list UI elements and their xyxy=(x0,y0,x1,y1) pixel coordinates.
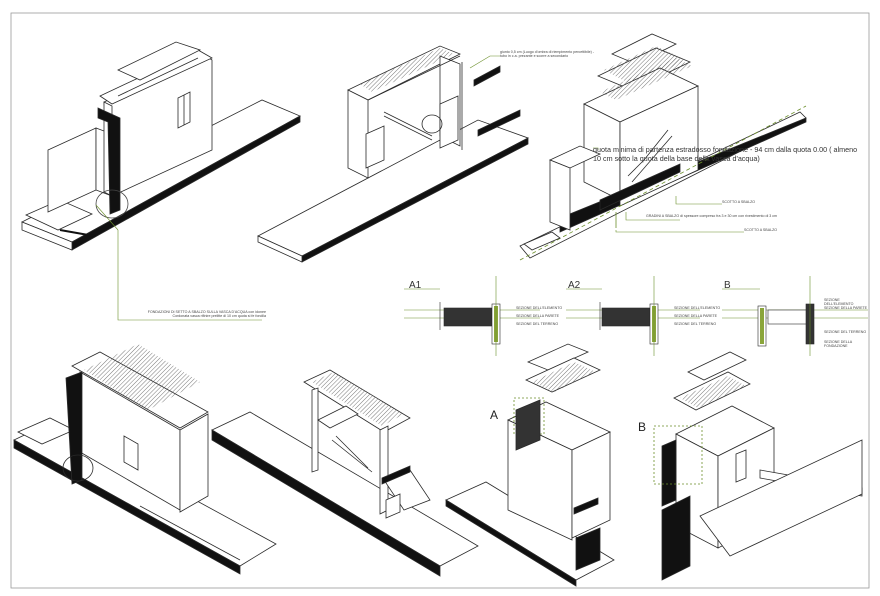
callout-label-b: B xyxy=(638,420,647,434)
section-label-b: B xyxy=(724,280,731,291)
section-detail-a1 xyxy=(404,276,540,356)
axonometric-view-3 xyxy=(519,33,807,261)
foundation-note: quota minima di partenza estradosso fond… xyxy=(593,145,858,163)
section-b-note-4: SEZIONE DELLA FONDAZIONE xyxy=(824,340,852,349)
joint-note: giunto 0,5 cm (Luogo d'ombra di riempime… xyxy=(500,50,594,59)
section-detail-b xyxy=(722,276,868,356)
section-detail-a2 xyxy=(566,276,700,356)
section-a1-note-2: SEZIONE DELLA PARETE xyxy=(516,314,560,318)
section-a2-note-1: SEZIONE DELL'ELEMENTO xyxy=(674,306,721,310)
axonometric-view-6 xyxy=(445,343,615,587)
callout-label-a: A xyxy=(490,408,499,422)
section-label-a2: A2 xyxy=(568,280,581,291)
cantilever-steps-note: GRADINI A SBALZO di spessore compreso fr… xyxy=(646,214,778,218)
axonometric-view-7 xyxy=(653,351,863,581)
section-a2-note-3: SEZIONE DEL TERRENO xyxy=(674,322,717,326)
leader-lines xyxy=(95,55,744,321)
section-b-note-3: SEZIONE DEL TERRENO xyxy=(824,330,867,334)
section-label-a1: A1 xyxy=(409,280,422,291)
axonometric-view-1 xyxy=(21,41,301,251)
section-a2-note-2: SEZIONE DELLA PARETE xyxy=(674,314,718,318)
axonometric-view-2 xyxy=(257,45,529,263)
section-b-note-1: SEZIONE DELL'ELEMENTO xyxy=(824,298,854,307)
cantilever-note-1: SCOTTO A SBALZO xyxy=(722,200,756,204)
section-a1-note-1: SEZIONE DELL'ELEMENTO xyxy=(516,306,563,310)
sheet-frame xyxy=(10,12,870,589)
section-a1-note-3: SEZIONE DEL TERRENO xyxy=(516,322,559,326)
section-b-note-2: SEZIONE DELLA PARETE xyxy=(824,306,868,310)
axonometric-view-4 xyxy=(13,344,277,575)
foundation-water-note: FONDAZIONI DI SETTO A SBALZO SULLA VASCA… xyxy=(147,310,266,319)
axonometric-view-5 xyxy=(211,369,479,577)
cantilever-note-2: SCOTTO A SBALZO xyxy=(744,228,778,232)
